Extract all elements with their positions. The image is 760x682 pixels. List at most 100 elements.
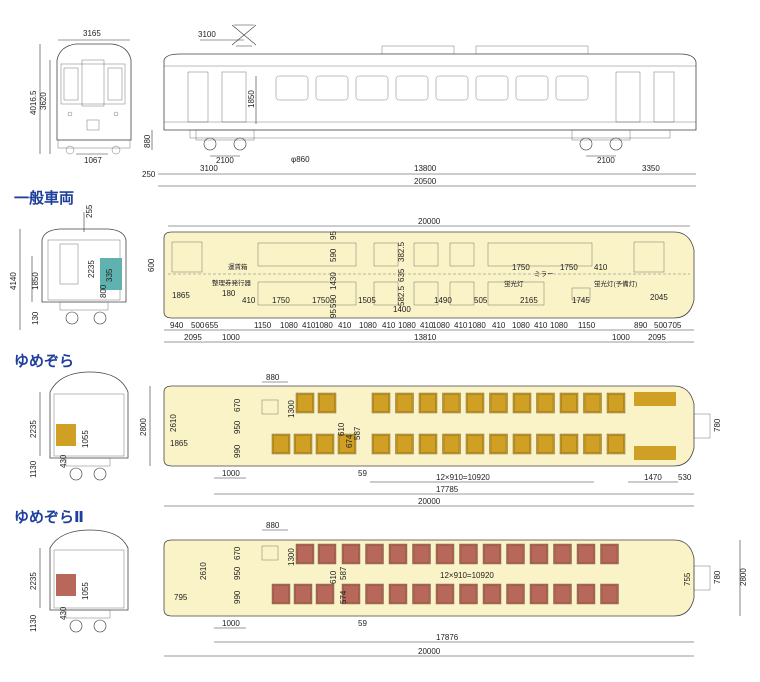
seat [418, 433, 438, 455]
seat [388, 583, 408, 605]
seat [295, 543, 315, 565]
seat [341, 583, 361, 605]
yume2-dim-780: 780 [713, 570, 722, 584]
yumezora2-floor-plan: 880 670 950 990 2610 795 1300 610 587 57… [163, 521, 748, 657]
seat-cushion [373, 394, 389, 412]
general-dim-635: 635 [397, 268, 406, 282]
seat-cushion [443, 394, 460, 412]
dim-front-to-bogie: 3100 [200, 164, 218, 173]
seat [583, 433, 602, 455]
general-dim-1750b: 1750 [312, 296, 330, 305]
seat [512, 433, 532, 455]
seat [293, 433, 313, 455]
yume-dim-880: 880 [266, 373, 280, 382]
seat-cushion [484, 545, 500, 563]
seat [317, 392, 337, 414]
yume-dim-1470: 1470 [644, 473, 662, 482]
seat [459, 583, 478, 605]
seat-cushion [413, 545, 430, 563]
dim-floor-height: 880 [143, 134, 152, 148]
yume2-dim-1055: 1055 [81, 582, 90, 600]
svg-text:1080: 1080 [359, 321, 377, 330]
seat-cushion [273, 435, 289, 453]
seat [371, 392, 391, 414]
seat [482, 583, 502, 605]
general-dim-end-2095a: 2095 [184, 333, 202, 342]
svg-text:410: 410 [382, 321, 396, 330]
dim-rear-to-bogie: 3350 [642, 164, 660, 173]
general-dim-95a: 95 [329, 231, 338, 240]
bogie-rear [571, 129, 631, 151]
seat [576, 583, 596, 605]
general-dim-1750a: 1750 [272, 296, 290, 305]
general-dim-1865: 1865 [172, 291, 190, 300]
yume-dim-1130: 1130 [29, 460, 38, 478]
svg-text:1080: 1080 [432, 321, 450, 330]
dim-bogie-right: 2100 [597, 156, 615, 165]
seat-cushion [339, 435, 355, 453]
seat-cushion [608, 435, 624, 453]
yume2-dim-1300: 1300 [287, 548, 296, 566]
general-dim-505: 505 [474, 296, 488, 305]
seat-cushion [490, 394, 507, 412]
yume-dim-674: 674 [345, 434, 354, 448]
seat [606, 433, 626, 455]
yume2-dim-990: 990 [233, 590, 242, 604]
yume-dim-430: 430 [59, 454, 68, 468]
seat-cushion [366, 585, 383, 603]
general-dim-length: 20000 [418, 217, 441, 226]
seat [315, 583, 335, 605]
yumezora2-cross-section: 2235 1130 1055 430 [29, 529, 129, 633]
yume-dim-2800: 2800 [139, 418, 148, 436]
section-title-yumezora2: ゆめぞらⅡ [14, 508, 84, 526]
seat-cushion [460, 545, 477, 563]
general-segment-dims: 940 500 655 1150 1080 410 1080 410 1080 … [170, 321, 682, 330]
seat [388, 543, 408, 565]
general-dim-1850: 1850 [31, 272, 40, 290]
yumezora-floor-plan: 880 2800 2610 1865 670 950 990 1300 610 … [139, 373, 722, 507]
seat-cushion [531, 545, 547, 563]
general-dim-1400: 1400 [393, 305, 411, 314]
general-label-light: 蛍光灯 [504, 279, 524, 288]
general-dim-1430: 1430 [329, 272, 338, 290]
seat [576, 543, 596, 565]
svg-text:890: 890 [634, 321, 648, 330]
general-dim-end-1000b: 1000 [612, 333, 630, 342]
svg-text:940: 940 [170, 321, 184, 330]
svg-text:1080: 1080 [550, 321, 568, 330]
seat [553, 543, 572, 565]
general-dim-410a: 410 [242, 296, 256, 305]
seat [489, 433, 508, 455]
svg-text:1080: 1080 [468, 321, 486, 330]
seat [435, 543, 455, 565]
seat [412, 583, 431, 605]
general-dim-2165: 2165 [520, 296, 538, 305]
general-dim-582: 582.5 [397, 285, 406, 306]
yume-dim-1865: 1865 [170, 439, 188, 448]
side-view: 3100 1850 [142, 24, 697, 187]
seat-cushion [343, 545, 359, 563]
seat [435, 583, 455, 605]
seat-cushion [295, 435, 311, 453]
yume2-dim-pitch: 12×910=10920 [440, 571, 494, 580]
seat-cushion [561, 435, 577, 453]
dim-pantograph: 3100 [198, 30, 216, 39]
seat-cushion [584, 394, 601, 412]
seat-cushion [484, 585, 500, 603]
yume-dim-length: 20000 [418, 497, 441, 506]
seat [293, 583, 313, 605]
seat [489, 392, 508, 414]
seat [529, 543, 549, 565]
yumezora-seats-bottom [271, 433, 626, 455]
seat [418, 392, 438, 414]
section-title-yumezora: ゆめぞら [14, 352, 74, 370]
seat [459, 543, 478, 565]
section-title-general: 一般車両 [14, 189, 74, 207]
yume-dim-1300: 1300 [287, 400, 296, 418]
svg-text:1080: 1080 [280, 321, 298, 330]
yumezora-seats-top [295, 392, 626, 414]
yume2-dim-2235: 2235 [29, 572, 38, 590]
svg-text:705: 705 [668, 321, 682, 330]
svg-text:410: 410 [492, 321, 506, 330]
